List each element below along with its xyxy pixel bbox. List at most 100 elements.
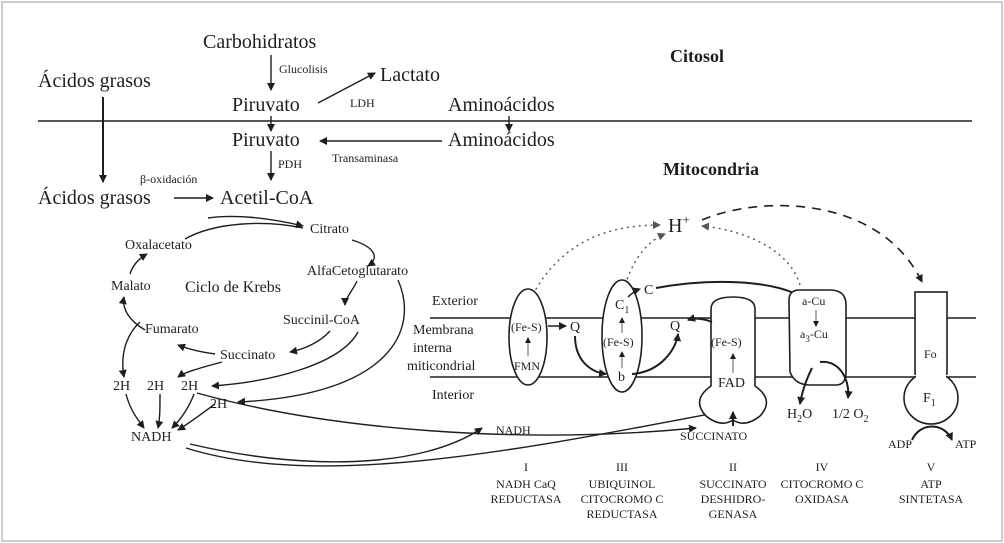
- membrane-label-line2: interna: [413, 341, 453, 356]
- fumarate-2h-arrow: [118, 321, 141, 378]
- succinylcoa-to-succinate-arrow: [289, 330, 331, 355]
- complex-iii-caption-line2: CITOCROMO C: [581, 492, 664, 506]
- complex-i-caption-line1: NADH CaQ: [496, 477, 556, 491]
- beta-oxidation-label: β-oxidación: [140, 172, 197, 186]
- c1-to-c-arrow: [627, 287, 641, 298]
- fumarate-label: Fumarato: [145, 322, 199, 337]
- 2h-label-a: 2H: [113, 379, 130, 394]
- b-to-q2-arrow: [631, 333, 682, 375]
- o2-to-h2o-arrow-a: [797, 367, 813, 405]
- atp-label: ATP: [955, 437, 977, 451]
- complex-iv-proton-pump: [701, 222, 801, 286]
- ldh-arrow: [317, 72, 376, 104]
- f1-label: F1: [923, 391, 936, 409]
- chain-nadh-label: NADH: [496, 423, 531, 437]
- cytosol-pyruvate-label: Piruvato: [232, 94, 300, 116]
- atp-synthase-fo: [914, 291, 948, 375]
- 2h-to-nadh-arrow-d: [177, 403, 216, 431]
- succinate-to-fumarate-arrow: [177, 343, 216, 355]
- complex-iii-caption-line1: UBIQUINOL: [589, 477, 656, 491]
- proton-to-atp-synthase-arrow: [701, 204, 923, 283]
- adp-to-atp-arrow: [911, 425, 953, 441]
- atp-synthase-stalk: [916, 370, 946, 378]
- krebs-nadh-label: NADH: [131, 430, 171, 445]
- complex-v-numeral: V: [927, 460, 936, 474]
- h2o-label: H2O: [787, 407, 812, 425]
- q1-label: Q: [570, 320, 580, 335]
- 2h-to-nadh-arrow-a: [125, 393, 145, 429]
- a-cu-label: a-Cu: [802, 294, 825, 308]
- oxaloacetate-label: Oxalacetato: [125, 238, 192, 253]
- complex-ii-caption: II SUCCINATO DESHIDRO- GENASA: [699, 460, 766, 521]
- complex-v-caption-line2: SINTETASA: [899, 492, 964, 506]
- complex-iv-caption-line1: CITOCROMO C: [781, 477, 864, 491]
- cytochrome-c-to-complex-iv-arrow: [655, 280, 801, 297]
- acetyl-coa-to-citrate-arrow: [207, 215, 304, 229]
- fo-label: Fo: [924, 347, 937, 361]
- complex-iii-caption-line3: REDUCTASA: [586, 507, 657, 521]
- complex-v-caption: V ATP SINTETASA: [899, 460, 964, 506]
- malate-to-oxaloacetate-arrow: [129, 253, 148, 275]
- krebs-cycle-title: Ciclo de Krebs: [185, 279, 281, 296]
- complex-i-numeral: I: [524, 460, 528, 474]
- cytosol-fatty-acids-label: Ácidos grasos: [38, 69, 151, 92]
- membrane-label-line3: miticondrial: [407, 359, 476, 374]
- 2h-label-d: 2H: [210, 397, 227, 412]
- succinylcoa-2h-arrow: [211, 331, 359, 390]
- matrix-fatty-acids-label: Ácidos grasos: [38, 186, 151, 209]
- b-label: b: [618, 370, 625, 385]
- fad-label: FAD: [718, 376, 745, 391]
- matrix-amino-acids-label: Aminoácidos: [448, 129, 555, 151]
- complex-iv: [788, 289, 847, 386]
- 2h-to-nadh-arrow-b: [155, 393, 164, 429]
- proton-label: H+: [668, 212, 690, 237]
- ldh-label: LDH: [350, 96, 375, 110]
- oxaloacetate-to-citrate-arrow: [184, 222, 304, 240]
- c-label: C: [644, 283, 653, 298]
- complex-ii-fes-label: (Fe-S): [711, 335, 742, 349]
- ketoglutarate-2h-arrow: [237, 279, 406, 406]
- complex-iii-fes-label: (Fe-S): [603, 335, 634, 349]
- succinate-2h-arrow: [177, 361, 223, 378]
- complex-ii-caption-line3: GENASA: [709, 507, 758, 521]
- adp-label: ADP: [888, 437, 912, 451]
- succinate-label: Succinato: [220, 348, 275, 363]
- complex-iii-proton-pump: [624, 232, 666, 286]
- q-to-b-arrow: [574, 335, 607, 378]
- succinyl-coa-label: Succinil-CoA: [283, 313, 361, 328]
- glycolysis-label: Glucolisis: [279, 62, 328, 76]
- mitochondria-label: Mitocondria: [663, 159, 759, 179]
- membrane-label-line1: Membrana: [413, 323, 474, 338]
- fumarate-to-malate-arrow: [118, 296, 146, 331]
- nadh-to-complex-ii-arrow: [185, 409, 721, 467]
- o2-to-h2o-arrow-b: [819, 360, 853, 399]
- 2h-to-nadh-arrow-c: [171, 393, 195, 429]
- complex-ii-to-q-arrow: [687, 313, 713, 323]
- nadh-to-complex-i-arrow: [189, 427, 483, 463]
- cytosol-label: Citosol: [670, 46, 724, 66]
- complex-i-proton-pump: [529, 221, 661, 301]
- complex-iii: [601, 279, 643, 393]
- o2-label: 1/2 O2: [832, 407, 869, 425]
- citrate-label: Citrato: [310, 222, 349, 237]
- complex-iv-caption: IV CITOCROMO C OXIDASA: [781, 460, 864, 506]
- complex-iii-caption: III UBIQUINOL CITOCROMO C REDUCTASA: [581, 460, 664, 521]
- complex-iii-numeral: III: [616, 460, 628, 474]
- matrix-pyruvate-label: Piruvato: [232, 129, 300, 151]
- exterior-label: Exterior: [432, 294, 478, 309]
- complex-i-caption: I NADH CaQ REDUCTASA: [490, 460, 561, 506]
- malate-label: Malato: [111, 279, 151, 294]
- q2-label: Q: [670, 319, 680, 334]
- complex-iv-numeral: IV: [816, 460, 829, 474]
- chain-succinate-label: SUCCINATO: [680, 429, 747, 443]
- 2h-label-b: 2H: [147, 379, 164, 394]
- c1-label: C1: [615, 298, 629, 316]
- ketoglutarate-to-succinylcoa-arrow: [341, 280, 358, 306]
- a3-cu-label: a3-Cu: [800, 327, 828, 344]
- complex-v-caption-line1: ATP: [920, 477, 942, 491]
- citrate-to-ketoglutarate-arrow: [351, 239, 377, 267]
- carbohydrates-label: Carbohidratos: [203, 31, 317, 53]
- acetyl-coa-label: Acetil-CoA: [220, 187, 314, 209]
- complex-iv-caption-line2: OXIDASA: [795, 492, 849, 506]
